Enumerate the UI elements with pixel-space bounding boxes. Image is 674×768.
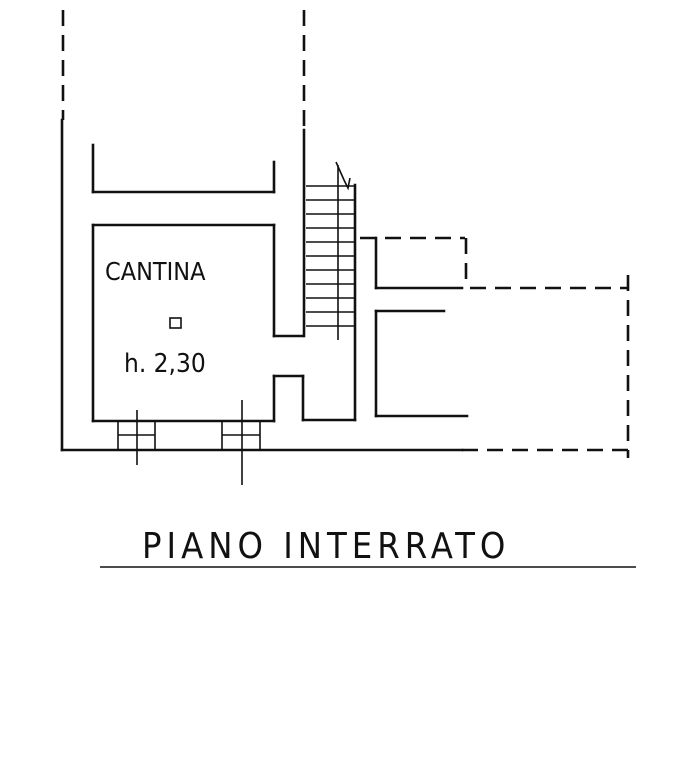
room-label: CANTINA xyxy=(105,257,206,286)
windows xyxy=(117,400,261,485)
floor-marker-icon xyxy=(169,317,182,329)
staircase xyxy=(306,161,355,340)
plan-title: PIANO INTERRATO xyxy=(142,526,510,567)
height-label: h. 2,30 xyxy=(124,349,206,379)
walls xyxy=(60,10,630,458)
